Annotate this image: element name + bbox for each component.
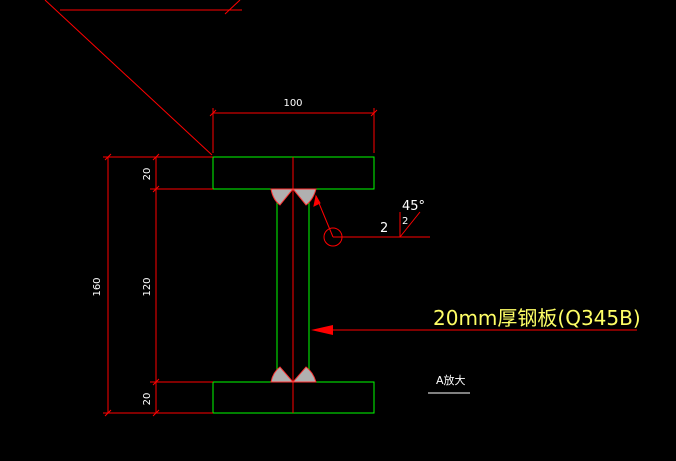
weld-gap-label: 2 — [402, 216, 408, 227]
dim-flange-top-label: 20 — [142, 168, 153, 181]
weld-bottom-right — [291, 366, 317, 383]
dim-top-width — [209, 108, 378, 153]
plate-callout-label: 20mm厚钢板(Q345B) — [433, 306, 641, 330]
dim-inner-chain — [150, 153, 213, 417]
detail-label: A放大 — [436, 373, 466, 387]
plate-callout-leader — [311, 325, 637, 335]
dim-total-height — [103, 153, 150, 417]
weld-size-label: 2 — [380, 221, 388, 236]
weld-bottom-left — [270, 366, 295, 383]
weld-symbol — [313, 194, 430, 247]
weld-top-right — [291, 188, 317, 206]
weld-fillets — [270, 188, 317, 383]
dim-web-height-label: 120 — [142, 277, 153, 296]
weld-top-left — [270, 188, 295, 206]
weld-angle-label: 45° — [402, 199, 425, 214]
dim-top-width-label: 100 — [283, 98, 302, 109]
dim-flange-bottom-label: 20 — [142, 393, 153, 406]
section-leader-lines — [44, 0, 242, 156]
dim-total-height-label: 160 — [92, 277, 103, 296]
